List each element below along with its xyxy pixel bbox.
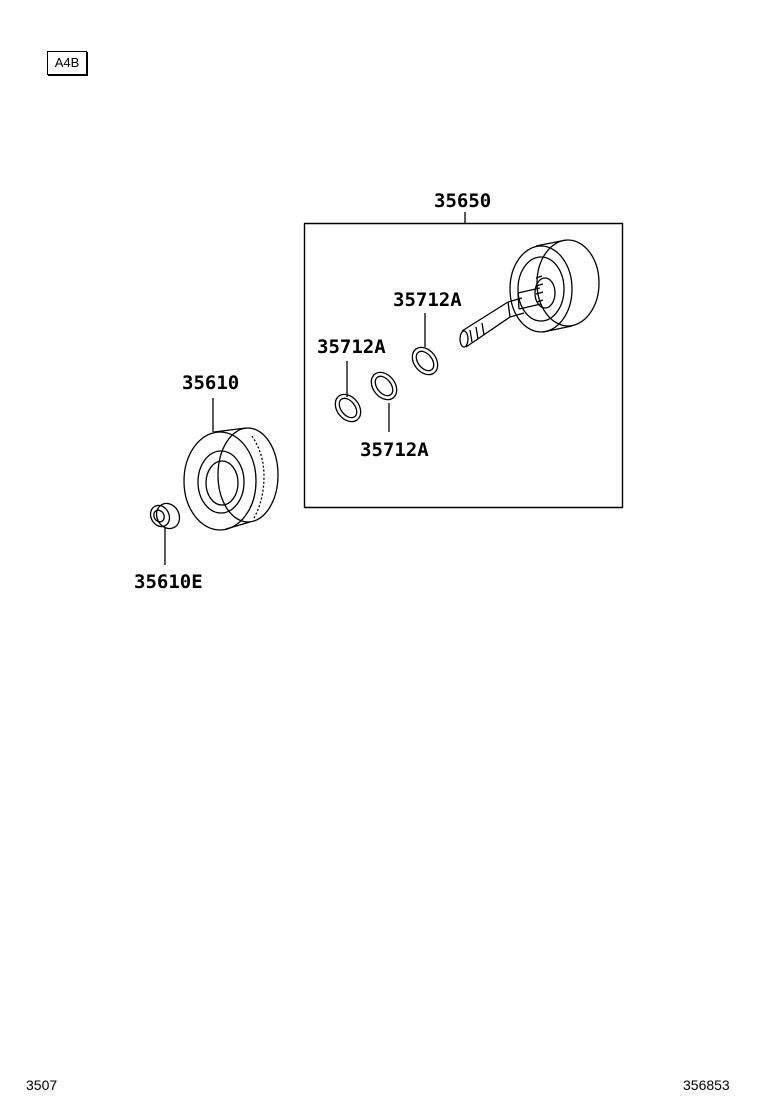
part-label-35712a-bottom: 35712A bbox=[360, 439, 429, 461]
part-label-35712a-left: 35712A bbox=[317, 336, 386, 358]
seal-ring-bottom bbox=[370, 371, 398, 401]
bearing-large bbox=[183, 427, 279, 531]
part-label-35712a-top: 35712A bbox=[393, 289, 462, 311]
seal-ring-left bbox=[334, 393, 362, 423]
part-label-35610: 35610 bbox=[182, 372, 240, 394]
assembly-group-frame bbox=[303, 222, 624, 509]
diagram-code-badge: A4B bbox=[47, 51, 87, 75]
seal-ring-top bbox=[411, 346, 439, 376]
footer-page-left: 3507 bbox=[26, 1077, 58, 1093]
shaft-drum-assembly bbox=[459, 239, 600, 348]
bearing-small bbox=[149, 502, 181, 530]
part-label-35610e: 35610E bbox=[134, 571, 203, 593]
part-label-35650: 35650 bbox=[434, 190, 492, 212]
footer-page-right: 356853 bbox=[683, 1077, 730, 1093]
